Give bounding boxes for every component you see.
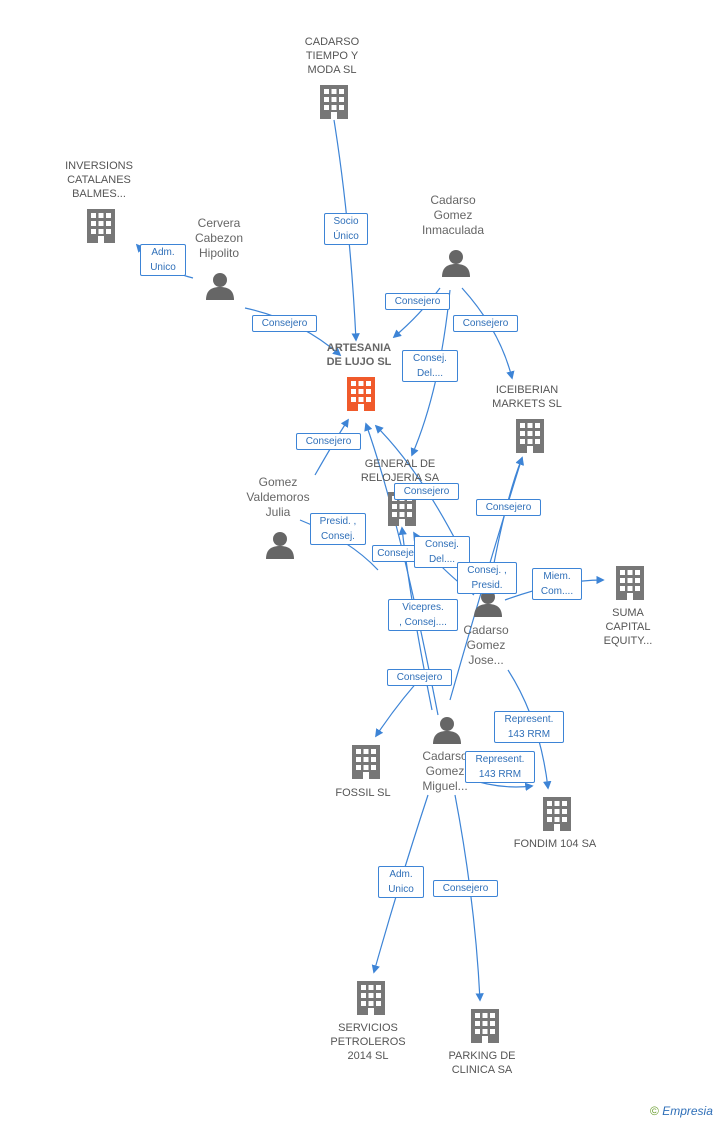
edge-label-consej-del[interactable]: Consej.Del.... bbox=[402, 350, 458, 382]
edge-label-vicepres-consej[interactable]: Vicepres., Consej.... bbox=[388, 599, 458, 631]
edge-label-consejero[interactable]: Consejero bbox=[394, 483, 459, 500]
edge-label-consej-presid[interactable]: Consej. ,Presid. bbox=[457, 562, 517, 594]
person-icon[interactable] bbox=[433, 716, 461, 744]
person-icon[interactable] bbox=[266, 531, 294, 559]
edge-label-presid-consej[interactable]: Presid. ,Consej. bbox=[310, 513, 366, 545]
edge-label-consejero[interactable]: Consejero bbox=[433, 880, 498, 897]
edge-label-adm-unico[interactable]: Adm.Unico bbox=[378, 866, 424, 898]
person-icon[interactable] bbox=[442, 249, 470, 277]
edge-label-represent-143-rrm[interactable]: Represent.143 RRM bbox=[494, 711, 564, 743]
edge-label-consejero[interactable]: Consejero bbox=[476, 499, 541, 516]
edge-label-consejero[interactable]: Consejero bbox=[453, 315, 518, 332]
edge-label-represent-143-rrm[interactable]: Represent.143 RRM bbox=[465, 751, 535, 783]
building-icon[interactable] bbox=[616, 566, 644, 600]
edge-miguel-parking bbox=[454, 794, 484, 1002]
person-icon[interactable] bbox=[206, 272, 234, 300]
node-label-fossil[interactable]: FOSSIL SL bbox=[335, 787, 391, 799]
building-icon[interactable] bbox=[87, 209, 115, 243]
edge-label-adm-unico[interactable]: Adm.Unico bbox=[140, 244, 186, 276]
edge-inmaculada-artesania bbox=[392, 287, 441, 339]
edge-miguel-artesania bbox=[364, 422, 439, 716]
building-icon[interactable] bbox=[543, 797, 571, 831]
empresia-logo: © Empresia bbox=[650, 1104, 713, 1118]
building-icon[interactable] bbox=[320, 85, 348, 119]
edge-label-consejero[interactable]: Consejero bbox=[252, 315, 317, 332]
edge-label-consejero[interactable]: Consejero bbox=[387, 669, 452, 686]
building-icon[interactable] bbox=[357, 981, 385, 1015]
edge-label-consejero[interactable]: Consejero bbox=[296, 433, 361, 450]
edge-label-consejero[interactable]: Consejero bbox=[385, 293, 450, 310]
building-icon[interactable] bbox=[516, 419, 544, 453]
building-icon-center[interactable] bbox=[347, 377, 375, 411]
node-label-fondim[interactable]: FONDIM 104 SA bbox=[513, 838, 597, 850]
building-icon[interactable] bbox=[352, 745, 380, 779]
building-icon[interactable] bbox=[471, 1009, 499, 1043]
edge-label-miem-com[interactable]: Miem.Com.... bbox=[532, 568, 582, 600]
edge-inmaculada-iceiberian bbox=[461, 287, 515, 380]
